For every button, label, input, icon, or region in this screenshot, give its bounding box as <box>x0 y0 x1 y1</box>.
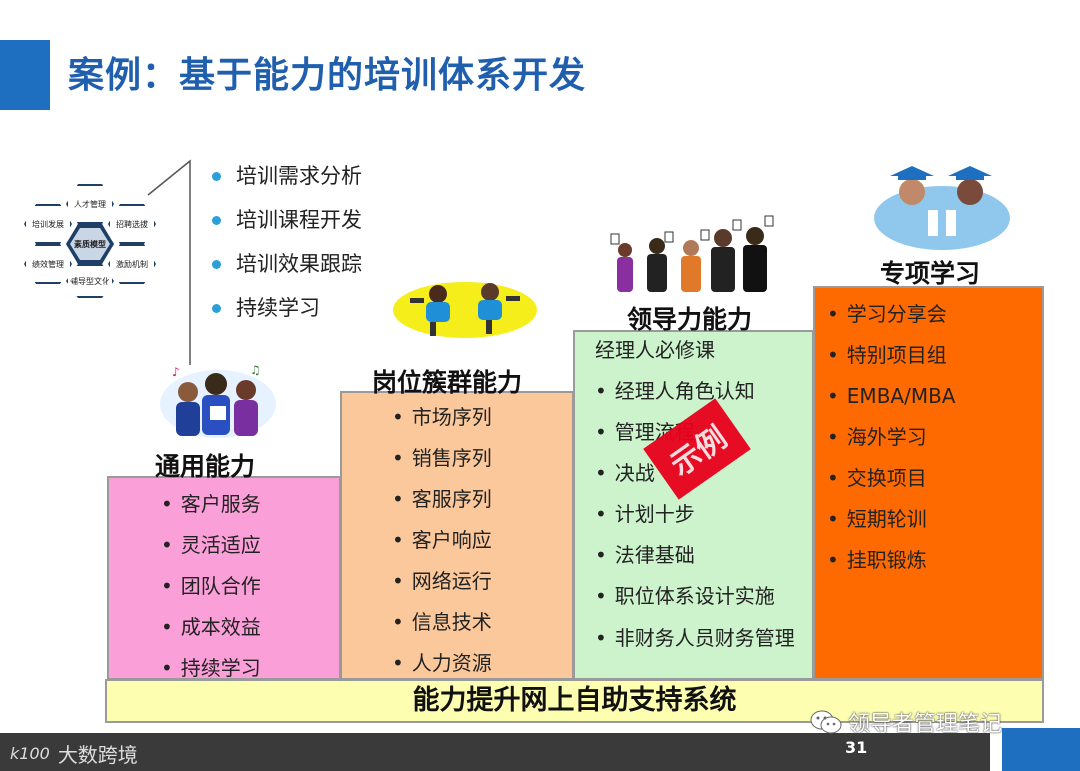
business-people-clipart: ♪♫ <box>160 363 276 438</box>
svg-text:♪: ♪ <box>172 365 180 379</box>
list-item: 团队合作 <box>161 574 261 615</box>
list-item: 销售序列 <box>392 446 492 487</box>
job-cluster-competency-block: 市场序列 销售序列 客服序列 客户响应 网络运行 信息技术 人力资源 <box>340 391 574 680</box>
hex-bottom: 辅导型文化 <box>66 264 114 298</box>
list-item: 职位体系设计实施 <box>595 584 810 625</box>
list-item: 学习分享会 <box>827 302 956 343</box>
competency-hex-model: 人才管理 培训发展 招聘选拔 素质模型 绩效管理 激励机制 辅导型文化 <box>18 182 163 298</box>
list-item: 培训课程开发 <box>210 204 362 248</box>
list-item: 持续学习 <box>161 656 261 697</box>
wechat-icon <box>810 710 842 734</box>
special-learning-label: 专项学习 <box>880 259 981 288</box>
list-item: 网络运行 <box>392 569 492 610</box>
list-item: 客户响应 <box>392 528 492 569</box>
list-item: 决战 <box>595 461 810 502</box>
graduates-clipart <box>874 166 1010 250</box>
list-item: 客户服务 <box>161 492 261 533</box>
wechat-watermark: 领导者管理笔记 <box>810 706 1002 738</box>
list-item: 持续学习 <box>210 292 362 336</box>
brand-logo: k100 <box>10 744 50 763</box>
footer-bar <box>0 733 990 771</box>
list-item: 经理人角色认知 <box>595 379 810 420</box>
brand-name: 大数跨境 <box>57 743 138 767</box>
footer-accent <box>1002 728 1080 771</box>
page-number: 31 <box>845 738 868 757</box>
list-item: 市场序列 <box>392 405 492 446</box>
list-item: 成本效益 <box>161 615 261 656</box>
watermark-text: 领导者管理笔记 <box>848 712 1003 737</box>
svg-text:♫: ♫ <box>250 363 261 377</box>
title-accent-bar <box>0 40 50 110</box>
voting-people-clipart <box>610 215 774 292</box>
list-item: 客服序列 <box>392 487 492 528</box>
list-item: 信息技术 <box>392 610 492 651</box>
list-item: 计划十步 <box>595 502 810 543</box>
hex-top: 人才管理 <box>66 184 114 224</box>
list-item: 海外学习 <box>827 425 956 466</box>
connector-lines <box>147 159 191 365</box>
athletes-clipart <box>393 282 537 338</box>
list-item: 人力资源 <box>392 651 492 692</box>
leadership-competency-block: 经理人必修课 经理人角色认知 管理流程 决战 计划十步 法律基础 职位体系设计实… <box>573 330 814 680</box>
list-item: 培训效果跟踪 <box>210 248 362 292</box>
hex-lower-left: 绩效管理 <box>24 244 72 284</box>
list-item: EMBA/MBA <box>827 384 956 425</box>
training-process-list: 培训需求分析 培训课程开发 培训效果跟踪 持续学习 <box>210 160 362 336</box>
hex-upper-left: 培训发展 <box>24 204 72 244</box>
list-item: 特别项目组 <box>827 343 956 384</box>
general-competency-label: 通用能力 <box>155 452 256 481</box>
list-item: 交换项目 <box>827 466 956 507</box>
footer-brand: k100 大数跨境 <box>10 739 138 768</box>
hex-center: 素质模型 <box>66 224 114 264</box>
list-item: 挂职锻炼 <box>827 548 956 589</box>
slide-title: 案例：基于能力的培训体系开发 <box>68 55 587 96</box>
list-item: 非财务人员财务管理 <box>595 625 810 652</box>
list-item: 灵活适应 <box>161 533 261 574</box>
online-support-system-bar: 能力提升网上自助支持系统 <box>105 679 1044 723</box>
general-competency-block: 客户服务 灵活适应 团队合作 成本效益 持续学习 <box>107 476 341 680</box>
list-item: 培训需求分析 <box>210 160 362 204</box>
special-learning-block: 学习分享会 特别项目组 EMBA/MBA 海外学习 交换项目 短期轮训 挂职锻炼 <box>813 286 1044 680</box>
leadership-competency-label: 领导力能力 <box>627 305 753 334</box>
list-item: 法律基础 <box>595 543 810 584</box>
job-cluster-competency-label: 岗位簇群能力 <box>372 368 523 397</box>
hex-upper-right: 招聘选拔 <box>108 204 156 244</box>
leadership-heading: 经理人必修课 <box>595 338 715 362</box>
list-item: 短期轮训 <box>827 507 956 548</box>
